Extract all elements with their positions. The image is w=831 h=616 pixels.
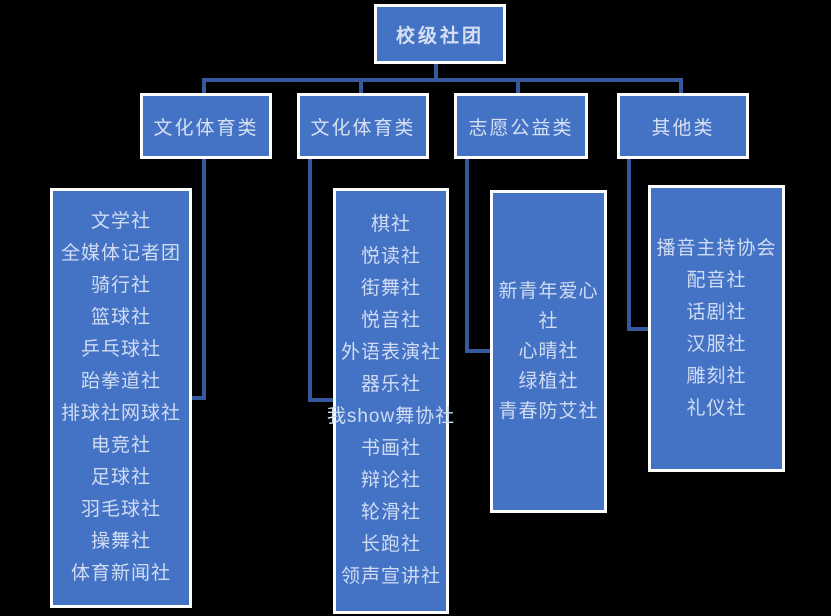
list-item: 长跑社 bbox=[360, 534, 421, 555]
category-box-4: 其他类 bbox=[617, 93, 749, 159]
list-item: 体育新闻社 bbox=[70, 563, 171, 584]
root-stub-line bbox=[434, 64, 438, 80]
root-label: 校级社团 bbox=[395, 25, 484, 47]
list-item: 汉服社 bbox=[686, 333, 747, 355]
list-item: 电竞社 bbox=[90, 435, 151, 456]
stub-line-cat1 bbox=[202, 78, 206, 93]
list-item: 话剧社 bbox=[686, 301, 747, 323]
list-item: 轮滑社 bbox=[360, 502, 421, 523]
root-node: 校级社团 bbox=[374, 4, 506, 64]
list-item: 领声宣讲社 bbox=[340, 566, 441, 587]
list-item: 足球社 bbox=[90, 467, 151, 488]
category-box-1: 文化体育类 bbox=[140, 93, 272, 159]
list-item: 器乐社 bbox=[360, 374, 421, 395]
stub-line-cat3 bbox=[516, 78, 520, 93]
list-item: 青春防艾社 bbox=[498, 400, 599, 422]
category-label: 其他类 bbox=[651, 117, 715, 139]
connector3-horizontal bbox=[465, 349, 490, 353]
club-list-4: 播音主持协会配音社话剧社汉服社雕刻社礼仪社 bbox=[648, 185, 785, 472]
list-item: 播音主持协会 bbox=[656, 237, 777, 259]
connector1-vertical bbox=[202, 159, 206, 400]
connector3-vertical bbox=[465, 159, 469, 353]
stub-line-cat4 bbox=[679, 78, 683, 93]
list-item: 棋社 bbox=[370, 214, 411, 235]
club-list-1: 文学社全媒体记者团骑行社篮球社乒乓球社跆拳道社排球社网球社电竞社足球社羽毛球社操… bbox=[50, 188, 192, 608]
list-item: 骑行社 bbox=[90, 275, 151, 296]
list-item: 排球社网球社 bbox=[60, 403, 181, 424]
club-list-3: 新青年爱心社心晴社绿植社青春防艾社 bbox=[490, 190, 607, 513]
list-item: 街舞社 bbox=[360, 278, 421, 299]
list-item: 配音社 bbox=[686, 269, 747, 291]
list-item: 书画社 bbox=[360, 438, 421, 459]
list-item: 礼仪社 bbox=[686, 397, 747, 419]
list-item: 乒乓球社 bbox=[80, 339, 161, 360]
list-item: 全媒体记者团 bbox=[60, 243, 181, 264]
category-box-2: 文化体育类 bbox=[297, 93, 429, 159]
club-list-2: 棋社悦读社街舞社悦音社外语表演社器乐社我show舞协社书画社辩论社轮滑社长跑社领… bbox=[327, 188, 454, 614]
list-item: 跆拳道社 bbox=[80, 371, 161, 392]
list-item: 悦音社 bbox=[360, 310, 421, 331]
connector2-vertical bbox=[308, 159, 312, 402]
list-item: 绿植社 bbox=[518, 370, 579, 392]
list-item: 羽毛球社 bbox=[80, 499, 161, 520]
list-item: 操舞社 bbox=[90, 531, 151, 552]
list-item: 外语表演社 bbox=[340, 342, 441, 363]
list-item: 文学社 bbox=[90, 211, 151, 232]
list-item: 心晴社 bbox=[518, 340, 579, 362]
list-item: 悦读社 bbox=[360, 246, 421, 267]
category-box-3: 志愿公益类 bbox=[454, 93, 588, 159]
connector4-horizontal bbox=[627, 327, 648, 331]
list-item: 雕刻社 bbox=[686, 365, 747, 387]
connector1-horizontal bbox=[192, 396, 206, 400]
list-item: 篮球社 bbox=[90, 307, 151, 328]
connector4-vertical bbox=[627, 159, 631, 331]
list-item: 我show舞协社 bbox=[326, 406, 456, 427]
category-label: 志愿公益类 bbox=[468, 117, 574, 139]
stub-line-cat2 bbox=[359, 78, 363, 93]
category-label: 文化体育类 bbox=[310, 117, 416, 139]
list-item: 新青年爱心社 bbox=[498, 280, 599, 332]
connector2-horizontal bbox=[308, 398, 333, 402]
category-label: 文化体育类 bbox=[153, 117, 259, 139]
trunk-line bbox=[202, 78, 683, 82]
list-item: 辩论社 bbox=[360, 470, 421, 491]
